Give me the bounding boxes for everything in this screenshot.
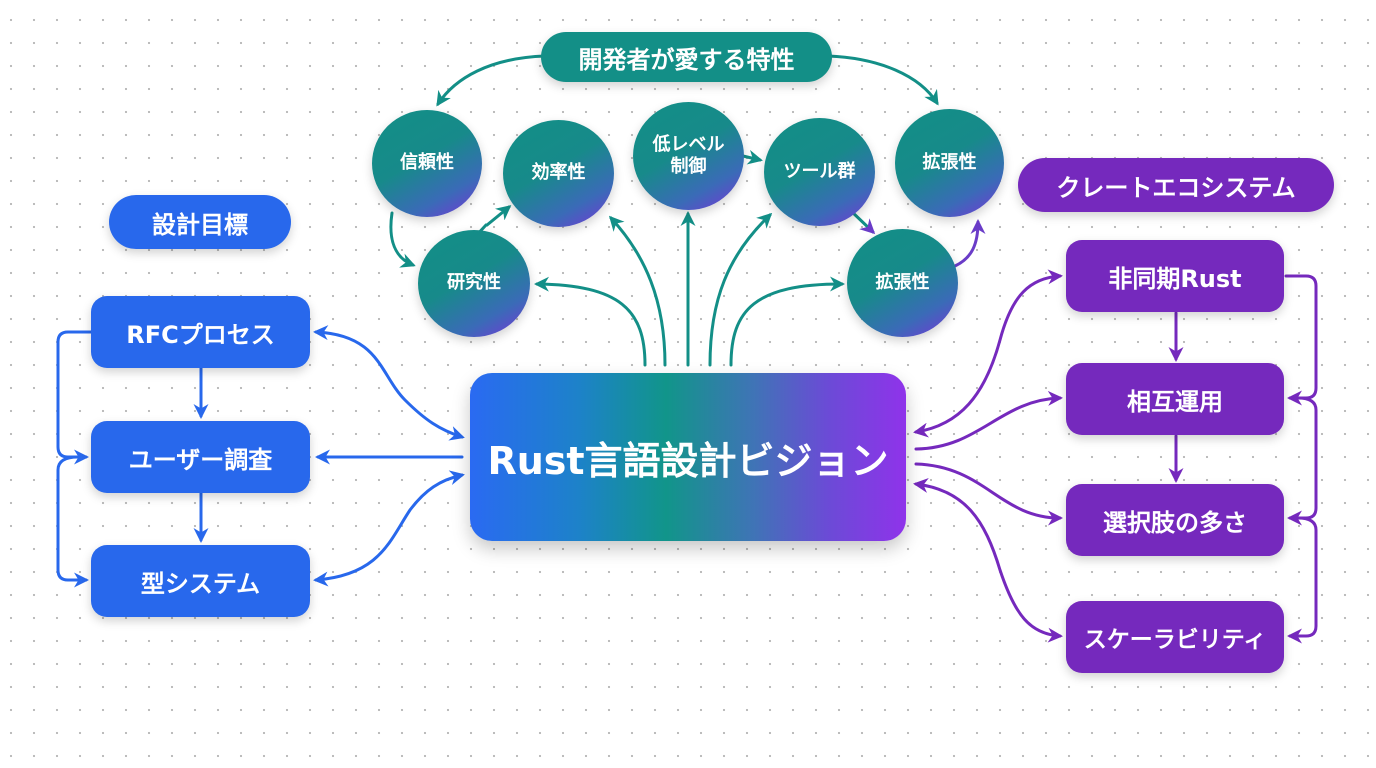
trait-node-low-level-control[interactable]: 低レベル 制御 xyxy=(633,102,744,210)
edge-rfc-center xyxy=(313,325,465,441)
design-goals-header[interactable]: 設計目標 xyxy=(109,195,291,249)
edge-lowlevel-to-tools xyxy=(741,149,763,165)
edge-async-to-interop-right xyxy=(1284,274,1318,406)
edge-center-to-interop xyxy=(914,390,1063,451)
design-node-label: 型システム xyxy=(140,569,261,598)
crate-node-label: スケーラビリティ xyxy=(1083,627,1267,653)
design-goals-header-label: 設計目標 xyxy=(152,210,248,239)
edge-center-to-research xyxy=(534,276,647,367)
trait-node-reliability[interactable]: 信頼性 xyxy=(372,110,482,217)
edge-center-to-extensibility2 xyxy=(729,276,845,367)
developer-traits-header-label: 開発者が愛する特性 xyxy=(578,45,795,74)
edge-survey-to-type-left xyxy=(56,455,89,588)
developer-traits-header[interactable]: 開発者が愛する特性 xyxy=(541,32,832,82)
design-node-user-research[interactable]: ユーザー調査 xyxy=(91,421,310,493)
edge-header-to-extensibility xyxy=(826,54,939,106)
trait-node-extensibility[interactable]: 拡張性 xyxy=(895,109,1004,217)
design-node-rfc-process[interactable]: RFCプロセス xyxy=(91,296,310,368)
trait-label: 効率性 xyxy=(531,162,586,184)
trait-node-extensibility-2[interactable]: 拡張性 xyxy=(847,229,958,337)
center-node-label: Rust言語設計ビジョン xyxy=(487,438,889,483)
edge-interop-to-choices-right xyxy=(1287,396,1318,526)
crate-node-async-rust[interactable]: 非同期Rust xyxy=(1066,240,1284,312)
edge-extensibility2-to-extensibility xyxy=(953,219,986,268)
center-node-rust-vision[interactable]: Rust言語設計ビジョン xyxy=(470,373,906,541)
trait-label: 研究性 xyxy=(447,272,501,294)
crate-ecosystem-header[interactable]: クレートエコシステム xyxy=(1018,158,1334,212)
trait-label: 拡張性 xyxy=(875,271,930,293)
trait-label: ツール群 xyxy=(783,160,856,182)
design-node-label: ユーザー調査 xyxy=(128,445,273,474)
trait-label: 信頼性 xyxy=(400,152,454,174)
edge-center-to-choices xyxy=(914,462,1063,526)
crate-ecosystem-header-label: クレートエコシステム xyxy=(1056,173,1296,202)
crate-node-label: 相互運用 xyxy=(1127,387,1223,416)
edge-center-to-tools xyxy=(708,212,773,367)
edge-type-center xyxy=(313,470,465,587)
edge-header-to-reliability xyxy=(436,54,547,107)
crate-node-interop[interactable]: 相互運用 xyxy=(1066,363,1284,435)
edge-choices-to-scalability-right xyxy=(1287,516,1318,644)
design-node-label: RFCプロセス xyxy=(126,320,275,349)
edge-reliability-to-research xyxy=(389,211,416,268)
edge-async-center xyxy=(913,269,1063,438)
edge-center-to-efficiency xyxy=(608,215,667,367)
crate-node-label: 選択肢の多さ xyxy=(1103,508,1247,537)
crate-node-scalability[interactable]: スケーラビリティ xyxy=(1066,601,1284,673)
crate-node-label: 非同期Rust xyxy=(1108,264,1242,293)
trait-node-efficiency[interactable]: 効率性 xyxy=(503,120,614,227)
trait-label: 低レベル 制御 xyxy=(652,133,725,178)
design-node-type-system[interactable]: 型システム xyxy=(91,545,310,617)
crate-node-choices[interactable]: 選択肢の多さ xyxy=(1066,484,1284,556)
trait-node-research[interactable]: 研究性 xyxy=(418,230,530,337)
trait-label: 拡張性 xyxy=(922,151,977,173)
edge-rfc-to-survey-left xyxy=(56,330,93,465)
edge-scalability-center xyxy=(913,478,1063,643)
trait-node-tools[interactable]: ツール群 xyxy=(764,118,875,226)
